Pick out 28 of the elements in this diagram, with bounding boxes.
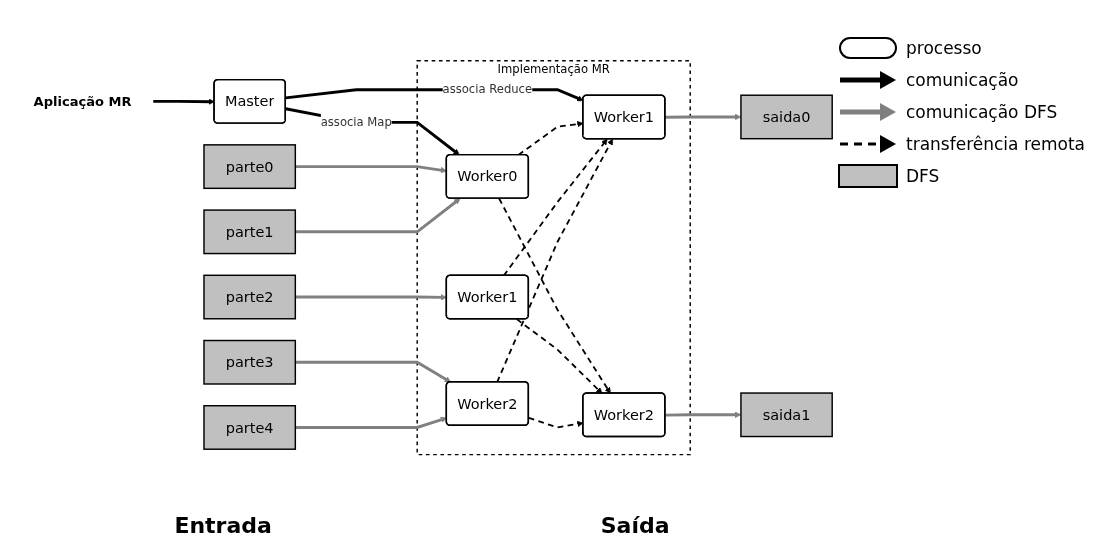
legend-text: processo xyxy=(906,38,982,58)
arrow xyxy=(295,164,447,174)
arrow xyxy=(295,197,461,234)
node-box: parte2 xyxy=(203,274,297,320)
arrow xyxy=(496,138,613,383)
node-text: Aplicação MR xyxy=(33,93,132,109)
node-box: parte1 xyxy=(203,209,297,255)
node-box: parte0 xyxy=(203,143,297,189)
section-label: Saída xyxy=(600,513,670,538)
node-box: saida0 xyxy=(740,94,833,140)
arrow xyxy=(515,318,603,394)
legend-text: DFS xyxy=(906,166,940,186)
legend-text: transferência remota xyxy=(906,134,1085,154)
arrow xyxy=(295,360,452,383)
edge-label: associa Reduce xyxy=(442,82,533,97)
node-box: parte3 xyxy=(203,339,297,385)
arrow xyxy=(498,197,611,394)
legend-text: comunicação xyxy=(906,70,1019,90)
node-box: parte4 xyxy=(203,404,297,450)
legend-text: comunicação DFS xyxy=(906,102,1058,122)
edge-label: associa Map xyxy=(320,114,392,129)
arrow xyxy=(295,293,447,301)
arrow xyxy=(285,107,460,156)
section-label: Entrada xyxy=(174,513,272,538)
arrow xyxy=(153,98,215,105)
arrow xyxy=(295,416,447,429)
arrow xyxy=(502,138,608,277)
node-box: saida1 xyxy=(740,392,833,438)
